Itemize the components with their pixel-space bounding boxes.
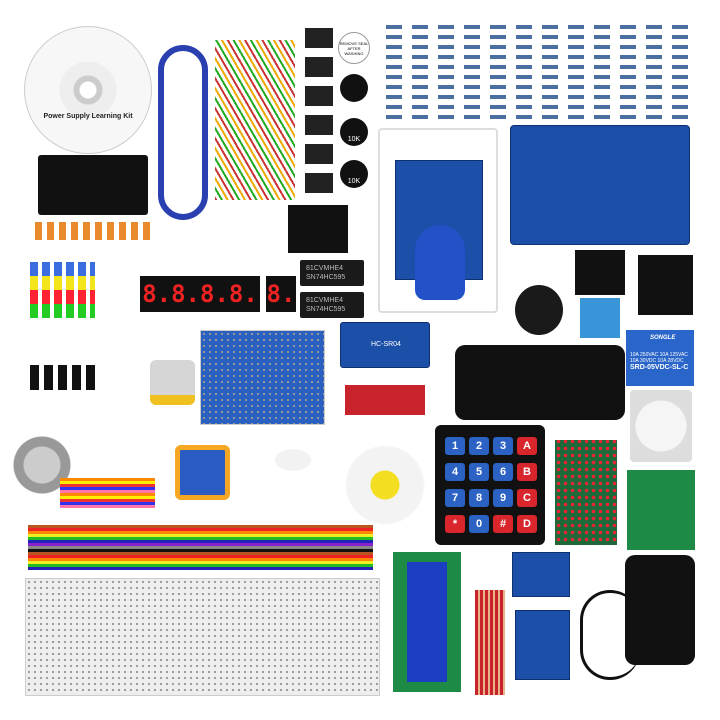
relay-ratings: 10A 250VAC 10A 125VAC 10A 30VDC 10A 28VD… — [630, 352, 688, 364]
water-level-sensor — [475, 590, 505, 695]
keypad-key: A — [517, 437, 537, 455]
four-digit-seven-segment-display: 8.8.8.8. — [140, 276, 260, 312]
buzzer: REMOVE SEAL AFTER WASHING — [338, 32, 370, 64]
sound-sensor-module — [345, 385, 425, 415]
led-matrix-module — [555, 440, 617, 545]
keypad-key: 3 — [493, 437, 513, 455]
transistors — [30, 365, 95, 390]
jumper-wires-bundle — [215, 40, 295, 200]
servo-horns — [268, 445, 318, 475]
keypad-key: D — [517, 515, 537, 533]
keypad-key: * — [445, 515, 465, 533]
power-supply-module — [38, 155, 148, 215]
usb-cable — [158, 45, 208, 220]
rtc-module — [512, 552, 570, 597]
dht11-sensor — [580, 298, 620, 338]
resistor-array — [380, 25, 690, 125]
active-buzzer — [340, 74, 368, 102]
keypad-key: 4 — [445, 463, 465, 481]
servo-motor — [175, 445, 230, 500]
leds-grid — [30, 262, 95, 342]
keypad-key: 6 — [493, 463, 513, 481]
pir-sensor — [630, 390, 692, 462]
relay-model: SRD-05VDC-SL-C — [630, 364, 689, 371]
stepper-driver-board — [627, 470, 695, 550]
ribbon-jumper-wires — [28, 525, 373, 570]
one-digit-seven-segment-display: 8. — [266, 276, 296, 312]
keypad-key: 5 — [469, 463, 489, 481]
keypad-key: 7 — [445, 489, 465, 507]
cd-label: Power Supply Learning Kit — [43, 113, 133, 120]
keypad-key: 8 — [469, 489, 489, 507]
arduino-uno-board — [510, 125, 690, 245]
keypad-key: B — [517, 463, 537, 481]
keypad-key: 0 — [469, 515, 489, 533]
rotary-encoder — [288, 205, 348, 253]
keypad-key: C — [517, 489, 537, 507]
keypad-key: 9 — [493, 489, 513, 507]
potentiometer-1: 10K — [340, 118, 368, 146]
rfid-tag — [415, 225, 465, 300]
prototype-shield — [200, 330, 325, 425]
ultrasonic-label: HC-SR04 — [371, 341, 401, 348]
keypad-key: # — [493, 515, 513, 533]
keypad-key: 2 — [469, 437, 489, 455]
lcd-screen — [407, 562, 447, 682]
potentiometer-2: 10K — [340, 160, 368, 188]
ir-remote — [455, 345, 625, 420]
sound-module-blue — [515, 610, 570, 680]
relay-brand: SONGLE — [650, 335, 676, 341]
lcd-1602-display — [393, 552, 461, 692]
ultrasonic-sensor: HC-SR04 — [340, 322, 430, 368]
stepper-wires — [60, 478, 155, 508]
keypad-key: 1 — [445, 437, 465, 455]
relay: SONGLE 10A 250VAC 10A 125VAC 10A 30VDC 1… — [626, 330, 694, 386]
lcd-module-small — [575, 250, 625, 295]
dc-motor — [150, 360, 195, 405]
adapter-cable — [580, 590, 640, 680]
joystick-module — [638, 255, 693, 315]
fan-blade — [345, 435, 425, 535]
capacitors-row — [35, 222, 155, 240]
breadboard — [25, 578, 380, 696]
cd-disc: Power Supply Learning Kit — [24, 26, 152, 154]
push-buttons — [305, 28, 333, 198]
joystick-cap — [515, 285, 563, 335]
